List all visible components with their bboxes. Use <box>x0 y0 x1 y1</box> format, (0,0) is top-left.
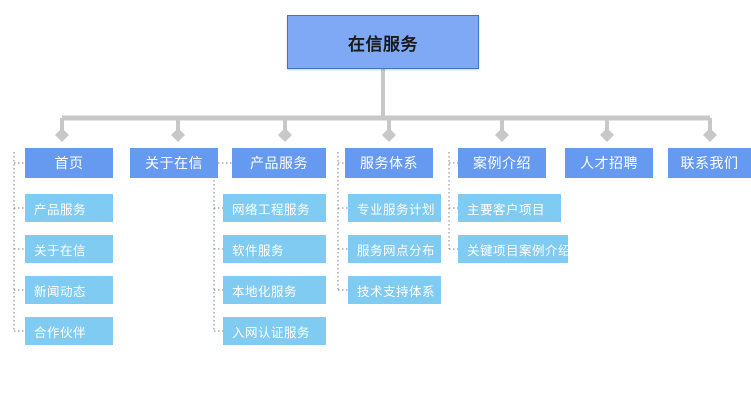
level3-node-home-0[interactable]: 产品服务 <box>25 194 113 222</box>
level2-node-cases-label: 案例介绍 <box>473 155 531 171</box>
branch-diamond-careers <box>600 128 614 142</box>
root-node-label: 在信服务 <box>348 34 418 54</box>
level2-node-about-label: 关于在信 <box>145 155 203 171</box>
level3-node-home-1-label: 关于在信 <box>34 243 87 258</box>
level2-node-careers[interactable]: 人才招聘 <box>565 148 653 178</box>
branch-diamond-cases <box>495 128 509 142</box>
level3-node-home-3-label: 合作伙伴 <box>34 325 87 340</box>
level3-node-service-system-0-label: 专业服务计划 <box>357 202 436 217</box>
level3-node-cases-1[interactable]: 关键项目案例介绍 <box>458 235 572 263</box>
level3-node-products-1-label: 软件服务 <box>232 243 285 258</box>
branch-diamond-contact <box>703 128 717 142</box>
level3-node-cases-1-label: 关键项目案例介绍 <box>467 243 572 258</box>
level3-node-home-0-label: 产品服务 <box>34 202 87 217</box>
level3-node-cases-0-label: 主要客户项目 <box>467 202 546 217</box>
level3-node-service-system-2[interactable]: 技术支持体系 <box>348 276 441 304</box>
level3-node-products-3-label: 入网认证服务 <box>232 325 311 340</box>
level2-node-home[interactable]: 首页 <box>25 148 113 178</box>
level3-node-products-0-label: 网络工程服务 <box>232 202 311 217</box>
level2-node-contact[interactable]: 联系我们 <box>668 148 751 178</box>
root-node[interactable]: 在信服务 <box>287 15 479 69</box>
branch-diamond-service-system <box>382 128 396 142</box>
branch-diamond-home <box>55 128 69 142</box>
level3-node-products-3[interactable]: 入网认证服务 <box>223 317 326 345</box>
level3-node-service-system-2-label: 技术支持体系 <box>357 284 436 299</box>
level3-node-service-system-1[interactable]: 服务网点分布 <box>348 235 441 263</box>
level2-node-service-system-label: 服务体系 <box>360 155 418 171</box>
branch-diamond-products <box>278 128 292 142</box>
level2-node-service-system[interactable]: 服务体系 <box>345 148 433 178</box>
level3-node-home-2[interactable]: 新闻动态 <box>25 276 113 304</box>
level3-node-home-3[interactable]: 合作伙伴 <box>25 317 113 345</box>
level3-node-home-2-label: 新闻动态 <box>34 284 87 299</box>
level3-node-products-2-label: 本地化服务 <box>232 284 298 299</box>
level2-node-cases[interactable]: 案例介绍 <box>458 148 546 178</box>
level3-node-service-system-0[interactable]: 专业服务计划 <box>348 194 441 222</box>
level3-node-products-1[interactable]: 软件服务 <box>223 235 326 263</box>
level2-node-products[interactable]: 产品服务 <box>232 148 326 178</box>
level2-node-home-label: 首页 <box>54 155 84 171</box>
level2-node-contact-label: 联系我们 <box>680 155 739 171</box>
level3-node-home-1[interactable]: 关于在信 <box>25 235 113 263</box>
branch-diamond-about <box>171 128 185 142</box>
level3-node-products-0[interactable]: 网络工程服务 <box>223 194 326 222</box>
level2-node-products-label: 产品服务 <box>250 155 308 171</box>
level3-node-products-2[interactable]: 本地化服务 <box>223 276 326 304</box>
level3-node-cases-0[interactable]: 主要客户项目 <box>458 194 561 222</box>
level2-node-careers-label: 人才招聘 <box>580 155 638 171</box>
level2-node-about[interactable]: 关于在信 <box>130 148 218 178</box>
level3-node-service-system-1-label: 服务网点分布 <box>357 243 436 258</box>
